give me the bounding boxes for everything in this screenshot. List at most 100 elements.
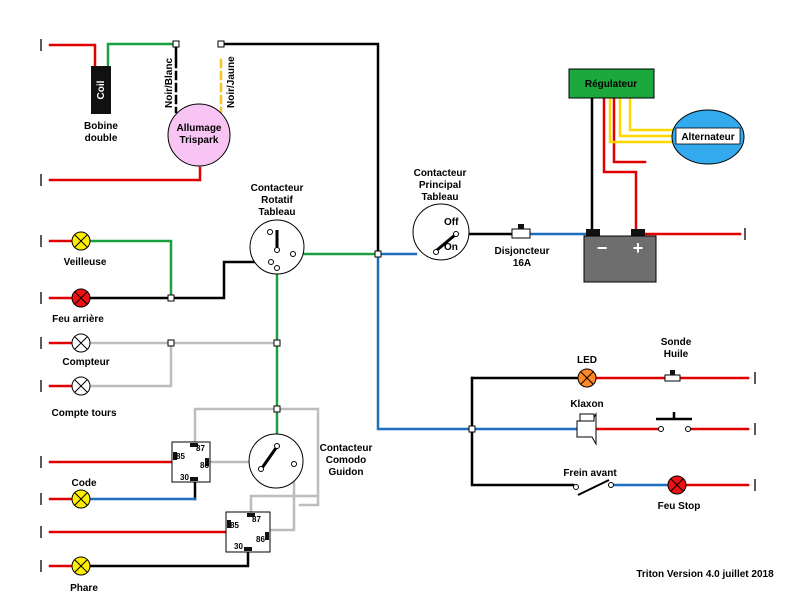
bobine-label: Bobine xyxy=(84,121,118,132)
allumage-body xyxy=(167,103,231,167)
wire-reg-red-1 xyxy=(602,96,638,236)
comodo-lever xyxy=(260,447,278,469)
relay-1-pin-85: 85 xyxy=(176,452,185,461)
relay-1-pin-87: 87 xyxy=(196,444,205,453)
rotatif-contact xyxy=(267,229,273,235)
battery-body xyxy=(583,235,657,283)
wire-compte-tours-grey xyxy=(88,341,173,388)
rotatif-contact xyxy=(274,247,280,253)
regulateur-body xyxy=(568,68,655,99)
noir-jaune-label: Noir/Jaune xyxy=(226,56,237,108)
feu-arriere-label: Feu arrière xyxy=(52,314,104,325)
wire-feu-arriere-black xyxy=(88,260,273,300)
rotatif-contact xyxy=(274,265,280,271)
noir-blanc-label: Noir/Blanc xyxy=(164,58,175,108)
junction-node xyxy=(468,425,476,433)
principal-switch-lever xyxy=(436,233,456,252)
relay-2-pin-30: 30 xyxy=(234,542,243,551)
principal-title-2: Principal xyxy=(419,180,461,191)
wire-allumage-red xyxy=(48,166,202,182)
wire-main-black xyxy=(219,42,380,256)
frein-avant-label: Frein avant xyxy=(563,468,617,479)
comodo-contact xyxy=(274,443,280,449)
lamp-led xyxy=(577,368,597,388)
battery: − + xyxy=(583,229,657,283)
lamp-phare xyxy=(71,556,91,576)
lamp-cross xyxy=(74,559,88,573)
disjoncteur-body xyxy=(511,228,531,239)
compteur-label: Compteur xyxy=(62,357,109,368)
wire-coil-red xyxy=(48,43,97,70)
sonde-huile xyxy=(664,370,681,382)
sonde-tip xyxy=(670,370,675,375)
contacteur-rotatif xyxy=(249,219,305,275)
wire-alt-yellow-2 xyxy=(618,96,680,138)
klaxon-label: Klaxon xyxy=(570,399,603,410)
lamp-cross xyxy=(74,336,88,350)
relay-2-pin-85: 85 xyxy=(230,521,239,530)
disjoncteur-label: Disjoncteur xyxy=(494,246,549,257)
lamp-cross xyxy=(74,234,88,248)
wire-alt-yellow-3 xyxy=(628,96,680,132)
junctions xyxy=(167,40,476,433)
lamp-cross xyxy=(74,492,88,506)
switch-contact xyxy=(608,482,614,488)
led-label: LED xyxy=(577,355,597,366)
junction-node xyxy=(273,339,281,347)
lamp-cross xyxy=(74,291,88,305)
sonde-body xyxy=(664,374,681,382)
sonde-label-1: Sonde xyxy=(661,337,692,348)
lamp-compteur xyxy=(71,333,91,353)
lamp-compte-tours xyxy=(71,376,91,396)
battery-minus-label: − xyxy=(597,238,608,258)
principal-contact xyxy=(453,231,459,237)
battery-plus-terminal xyxy=(631,229,645,236)
sonde-label-2: Huile xyxy=(664,349,689,360)
phare-label: Phare xyxy=(70,583,98,594)
relay-pin xyxy=(190,477,198,481)
principal-title-1: Contacteur xyxy=(414,168,467,179)
disjoncteur-button xyxy=(518,224,524,229)
relay-pin xyxy=(247,513,255,517)
regulateur-label: Régulateur xyxy=(585,79,637,90)
allumage-trispark: Allumage Trispark xyxy=(167,103,231,167)
lamp-cross xyxy=(74,379,88,393)
veilleuse-label: Veilleuse xyxy=(64,257,107,268)
comodo-title-2: Comodo xyxy=(326,455,367,466)
relay-pin xyxy=(190,443,198,447)
principal-off-label: Off xyxy=(444,217,459,228)
wire-reg-red-2 xyxy=(612,96,647,164)
relay-2: 85 87 86 30 xyxy=(225,511,271,553)
rotatif-title-1: Contacteur xyxy=(251,183,304,194)
feu-stop-label: Feu Stop xyxy=(658,501,701,512)
relay-1-body xyxy=(171,441,211,483)
klaxon-button xyxy=(656,412,692,432)
lamp-feu-stop xyxy=(667,475,687,495)
comodo-title-1: Contacteur xyxy=(320,443,373,454)
relay-pin xyxy=(265,532,269,540)
principal-title-3: Tableau xyxy=(421,192,458,203)
junction-node xyxy=(167,339,175,347)
alternateur-label: Alternateur xyxy=(681,132,734,143)
lamp-veilleuse xyxy=(71,231,91,251)
frein-avant-switch xyxy=(573,479,614,496)
version-label: Triton Version 4.0 juillet 2018 xyxy=(636,569,774,580)
klaxon-top xyxy=(579,413,595,422)
rotatif-title-2: Rotatif xyxy=(261,195,293,206)
lamp-code xyxy=(71,489,91,509)
wire-alt-yellow-1 xyxy=(608,96,680,144)
allumage-label: Allumage xyxy=(176,123,221,134)
switch-contact xyxy=(573,484,579,490)
wires xyxy=(48,42,750,568)
lamp-cross xyxy=(670,478,684,492)
compte-tours-label: Compte tours xyxy=(52,408,117,419)
disjoncteur-rating: 16A xyxy=(513,258,531,269)
junction-node xyxy=(172,40,180,48)
coil-body xyxy=(91,66,111,114)
relay-1-pin-30: 30 xyxy=(180,473,189,482)
klaxon xyxy=(576,412,597,446)
rotatif-title-3: Tableau xyxy=(258,207,295,218)
double-label: double xyxy=(85,133,118,144)
comodo-title-3: Guidon xyxy=(329,467,364,478)
